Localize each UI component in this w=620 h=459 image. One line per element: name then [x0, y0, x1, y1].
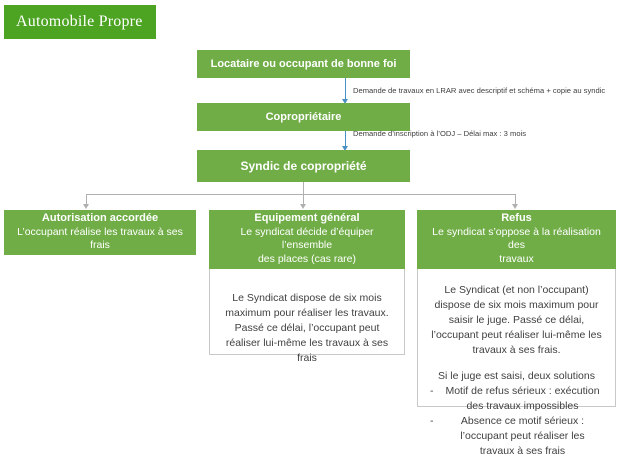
flow-node-syndic-label: Syndic de copropriété: [240, 159, 367, 173]
flow-node-locataire: Locataire ou occupant de bonne foi: [197, 50, 410, 78]
flow-node-coproprietaire: Copropriétaire: [197, 103, 410, 131]
outcome-subtitle-refus-line1: Le syndicat s’oppose à la réalisation de…: [432, 225, 601, 252]
outcome-header-equipement: Equipement général Le syndicat décide d’…: [209, 210, 405, 269]
flow-arrow-1-head-icon: [342, 99, 348, 104]
list-item: - Motif de refus sérieux : exécution des…: [428, 384, 605, 414]
branch-right-arrow-icon: [512, 204, 518, 209]
branch-right-line: [515, 194, 516, 206]
brand-title: Automobile Propre: [16, 13, 143, 30]
outcome-column-autorisation: Autorisation accordée L’occupant réalise…: [4, 210, 196, 255]
branch-middle-arrow-icon: [300, 204, 306, 209]
outcome-subtitle-equipement-line2: des places (cas rare): [257, 252, 357, 265]
outcome-subtitle-refus-line2: travaux: [499, 252, 534, 265]
flow-node-syndic: Syndic de copropriété: [197, 150, 410, 182]
outcome-bullet-list: - Motif de refus sérieux : exécution des…: [428, 384, 605, 459]
brand-banner: Automobile Propre: [4, 5, 156, 39]
flow-node-coproprietaire-label: Copropriétaire: [265, 111, 342, 123]
flow-arrow-2-head-icon: [342, 146, 348, 151]
flow-arrow-2-line: [345, 131, 346, 147]
outcome-body-equipement: Le Syndicat dispose de six mois maximum …: [209, 269, 405, 364]
list-item-text: Absence ce motif sérieux : l’occupant pe…: [460, 415, 585, 457]
outcome-subtitle-autorisation: L’occupant réalise les travaux à ses fra…: [17, 225, 183, 252]
flow-node-locataire-label: Locataire ou occupant de bonne foi: [210, 58, 397, 70]
list-item: - Absence ce motif sérieux : l’occupant …: [428, 414, 605, 459]
outcome-header-refus: Refus Le syndicat s’oppose à la réalisat…: [417, 210, 616, 269]
flow-arrow-1-label: Demande de travaux en LRAR avec descript…: [353, 86, 606, 95]
branch-middle-line: [303, 194, 304, 206]
outcome-column-refus: Refus Le syndicat s’oppose à la réalisat…: [417, 210, 616, 457]
bullet-dash-icon: -: [430, 385, 434, 397]
outcome-paragraph: Le Syndicat (et non l’occupant) dispose …: [431, 284, 602, 356]
outcome-paragraph: Le Syndicat dispose de six mois maximum …: [225, 292, 389, 364]
list-item-text: Motif de refus sérieux : exécution des t…: [445, 385, 600, 412]
outcome-title-equipement: Equipement général: [254, 211, 360, 224]
flow-arrow-2-label: Demande d’inscription à l’ODJ – Délai ma…: [353, 129, 527, 138]
outcome-paragraph: Si le juge est saisi, deux solutions: [437, 370, 595, 382]
outcome-title-autorisation: Autorisation accordée: [41, 211, 159, 224]
outcome-header-autorisation: Autorisation accordée L’occupant réalise…: [4, 210, 196, 255]
outcome-subtitle-equipement-line1: Le syndicat décide d’équiper l’ensemble: [240, 225, 374, 252]
branch-stem-line: [303, 182, 304, 195]
flow-arrow-1-line: [345, 78, 346, 100]
outcome-body-refus: Le Syndicat (et non l’occupant) dispose …: [417, 269, 616, 457]
branch-horizontal-line: [86, 194, 516, 195]
branch-left-arrow-icon: [83, 204, 89, 209]
outcome-column-equipement: Equipement général Le syndicat décide d’…: [209, 210, 405, 364]
outcome-title-refus: Refus: [501, 211, 532, 224]
branch-left-line: [86, 194, 87, 206]
bullet-dash-icon: -: [430, 415, 434, 427]
